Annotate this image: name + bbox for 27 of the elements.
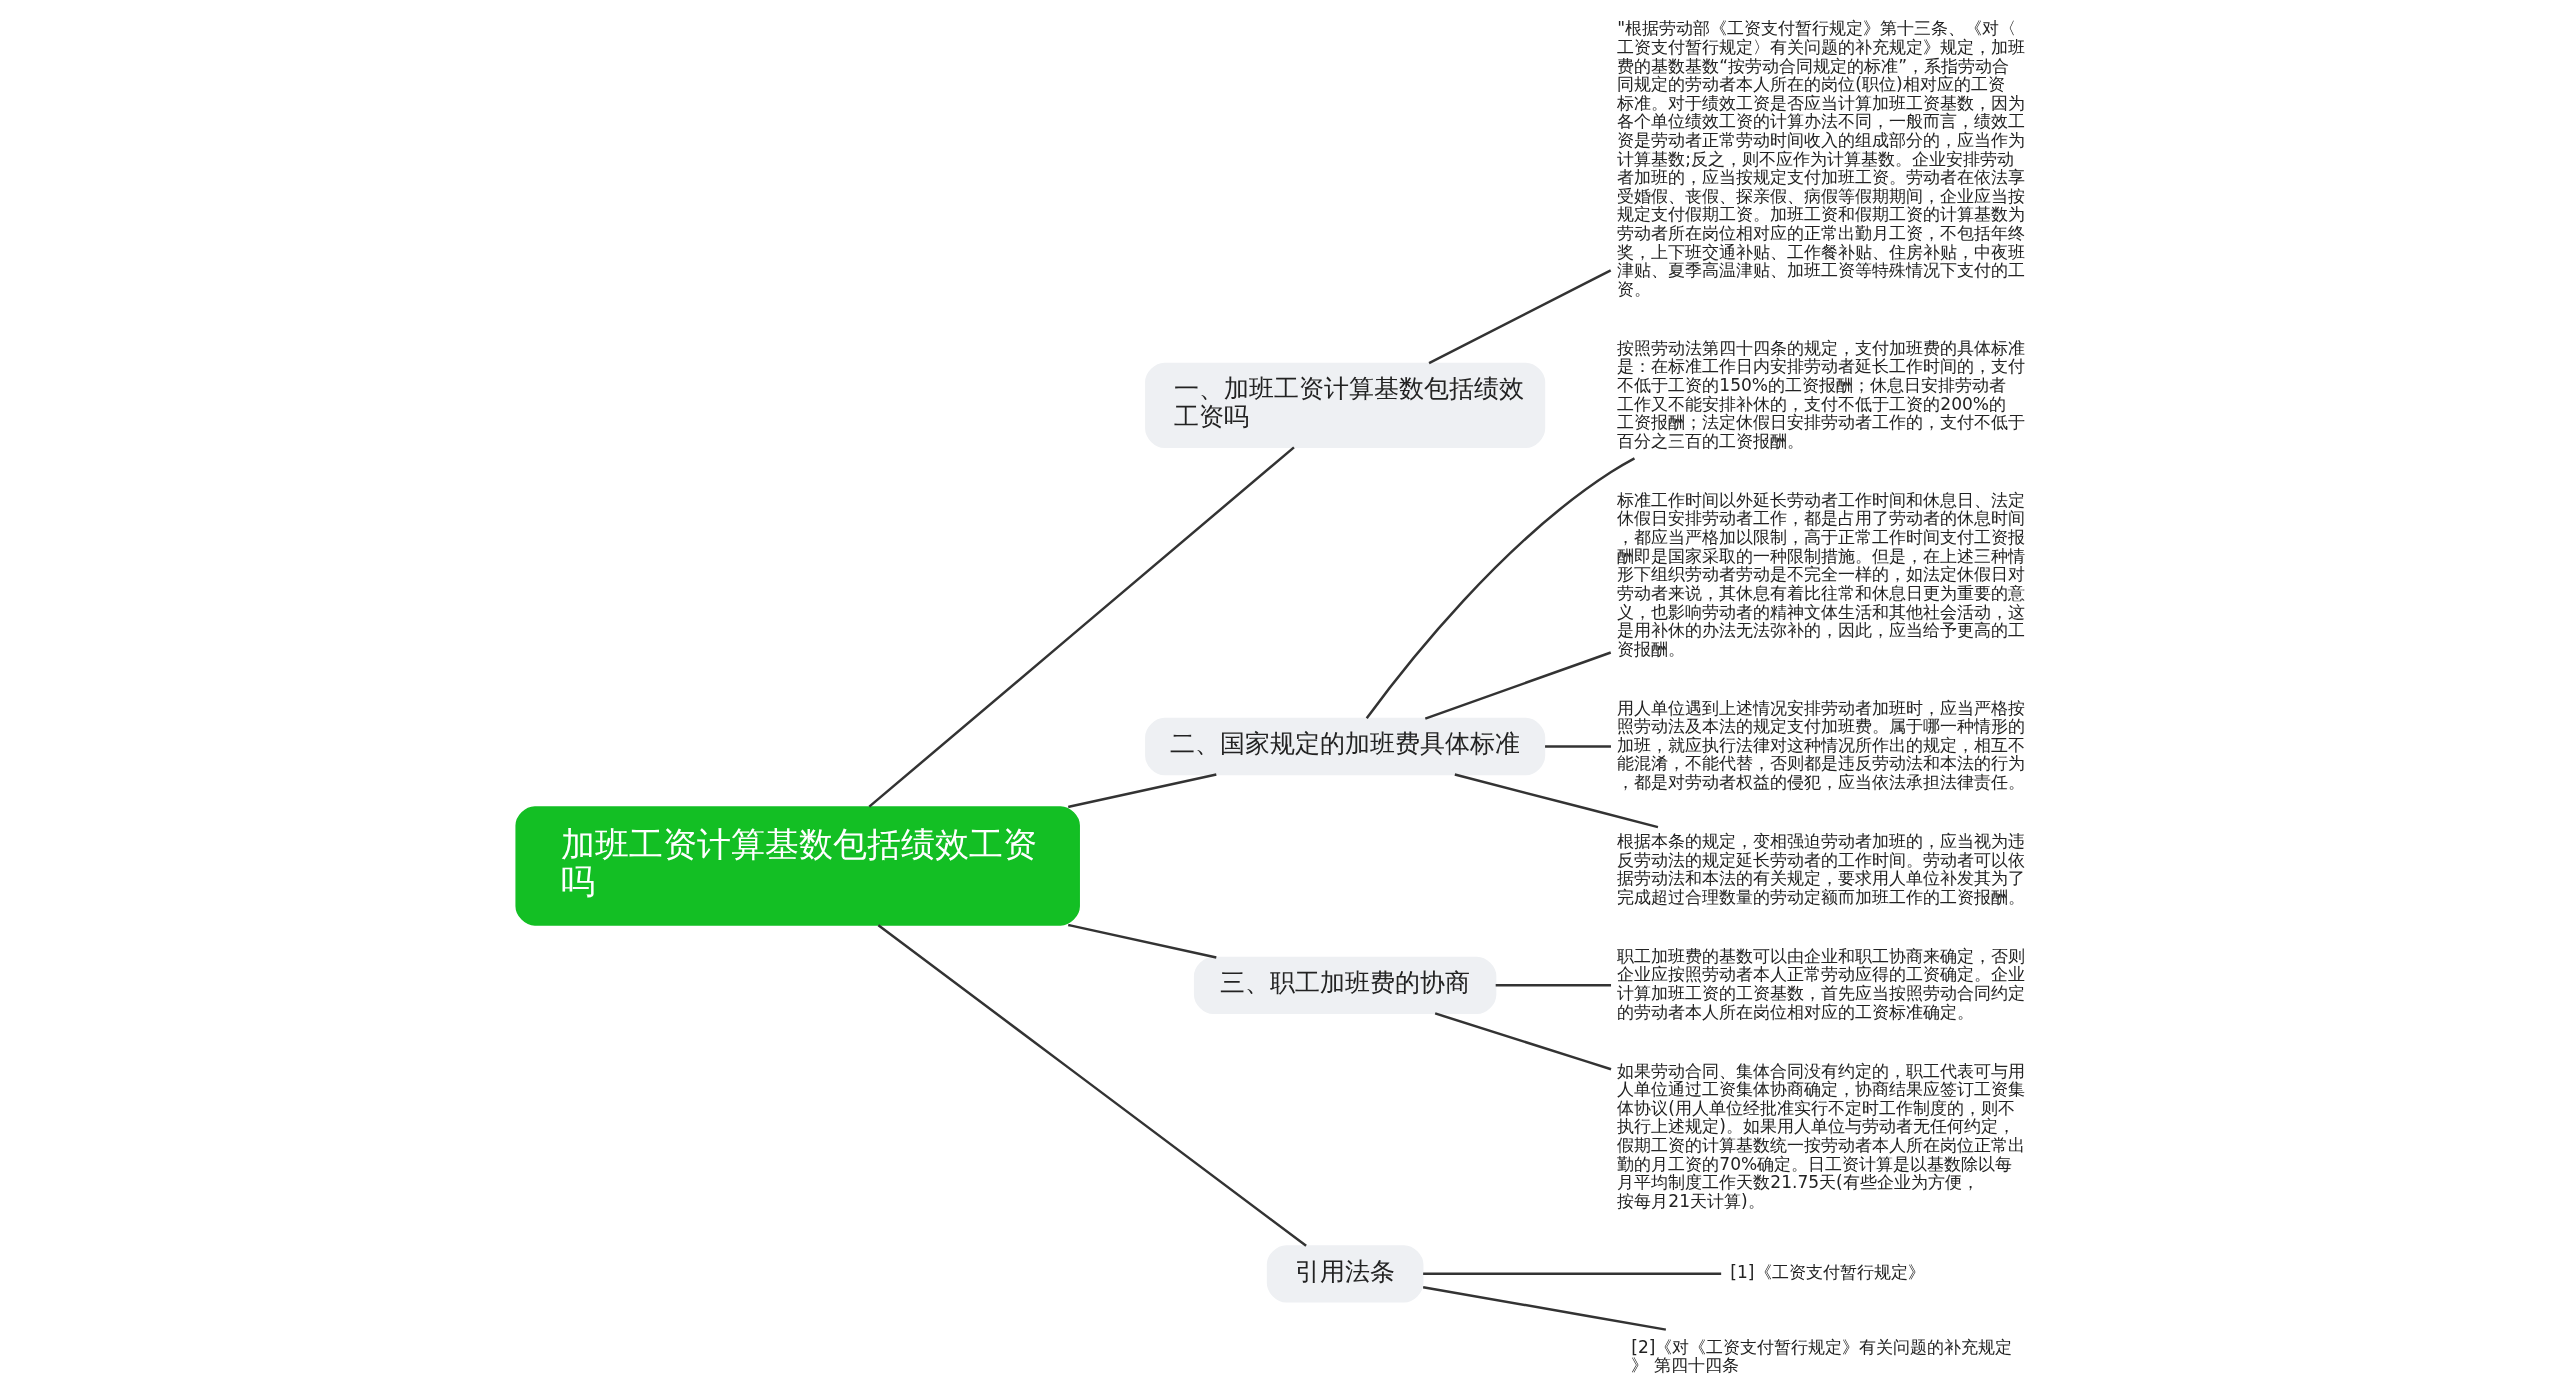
node-box: 二、国家规定的加班费具体标准	[1145, 717, 1546, 776]
connector	[1067, 923, 1217, 959]
connector	[1365, 457, 1636, 719]
connector	[868, 446, 1295, 808]
connector	[877, 924, 1307, 1247]
node-text: [2]《对《工资支付暂行规定》有关问题的补充规定》 第四十四条	[1631, 1336, 2013, 1376]
node-box: 三、职工加班费的协商	[1193, 956, 1497, 1015]
connector	[1067, 773, 1217, 809]
node-box: 引用法条	[1266, 1245, 1424, 1303]
node-text: 职工加班费的基数可以由企业和职工协商来确定，否则企业应按照劳动者本人正常劳动应得的工资确定。企业计算加班工资的工资基数，首先应当按照劳动合同约定的劳动者本人所在岗位相对应的工资标准确定。	[1617, 945, 2026, 1022]
connector	[1434, 1012, 1612, 1071]
connector	[1495, 984, 1612, 987]
node-text: "根据劳动部《工资支付暂行规定》第十三条、《对〈工资支付暂行规定〉有关问题的补充规定》规定，加班费的基数基数“按劳动合同规定的标准”，系指劳动合同规定的劳动者本人所在的岗位(职位)相对应的工资标准。对于绩效工资是否应当计算加班工资基数，因为各个单位绩效工资的计算办法不同，一般而言，绩效工资是劳动者正常劳动时间收入的组成部分的，应当作为计算基数;反之，则不应作为计算基数。企业安排劳动者加班的，应当按规定支付加班工资。劳动者在依法享受婚假、丧假、探亲假、病假等假期期间，企业应当按规定支付假期工资。加班工资和假期工资的计算基数为劳动者所在岗位相对应的正常出勤月工资，不包括年终奖，上下班交通补贴、工作餐补贴、住房补贴，中夜班津贴、夏季高温津贴、加班工资等特殊情况下支付的工资。	[1617, 18, 2026, 299]
connector	[1454, 773, 1659, 829]
connector	[1545, 745, 1611, 748]
connector	[1422, 1285, 1667, 1331]
node-text: [1]《工资支付暂行规定》	[1730, 1262, 1925, 1283]
connector	[1424, 651, 1612, 720]
node-text: 根据本条的规定，变相强迫劳动者加班的，应当视为违反劳动法的规定延长劳动者的工作时间。劳动者可以依据劳动法和本法的有关规定，要求用人单位补发其为了完成超过合理数量的劳动定额而加班工作的工资报酬。	[1617, 831, 2026, 907]
connector	[1428, 269, 1612, 365]
node-box: 加班工资计算基数包括绩效工资吗	[515, 806, 1080, 926]
connector	[1423, 1272, 1722, 1276]
node-text: 用人单位遇到上述情况安排劳动者加班时，应当严格按照劳动法及本法的规定支付加班费。属于哪一种情形的加班，就应执行法律对这种情况所作出的规定，相互不能混淆，不能代替，否则都是违反劳动法和本法的行为，都是对劳动者权益的侵犯，应当依法承担法律责任。	[1617, 697, 2026, 793]
node-text: 如果劳动合同、集体合同没有约定的，职工代表可与用人单位通过工资集体协商确定，协商结果应签订工资集体协议(用人单位经批准实行不定时工作制度的，则不执行上述规定)。如果用人单位与劳动者无任何约定，假期工资的计算基数统一按劳动者本人所在岗位正常出勤的月工资的70%确定。日工资计算是以基数除以每月平均制度工作天数21.75天(有些企业为方便，按每月21天计算)。	[1617, 1060, 2026, 1211]
node-text: 标准工作时间以外延长劳动者工作时间和休息日、法定休假日安排劳动者工作，都是占用了劳动者的休息时间，都应当严格加以限制，高于正常工作时间支付工资报酬即是国家采取的一种限制措施。但是，在上述三种情形下组织劳动者劳动是不完全一样的，如法定休假日对劳动者来说，其休息有着比往常和休息日更为重要的意义，也影响劳动者的精神文体生活和其他社会活动，这是用补休的办法无法弥补的，因此，应当给予更高的工资报酬。	[1617, 489, 2026, 659]
node-text: 按照劳动法第四十四条的规定，支付加班费的具体标准是：在标准工作日内安排劳动者延长工作时间的，支付不低于工资的150%的工资报酬；休息日安排劳动者工作又不能安排补休的，支付不低于工资的200%的工资报酬；法定休假日安排劳动者工作的，支付不低于百分之三百的工资报酬。	[1617, 337, 2026, 451]
node-box: 一、加班工资计算基数包括绩效工资吗	[1145, 362, 1546, 448]
